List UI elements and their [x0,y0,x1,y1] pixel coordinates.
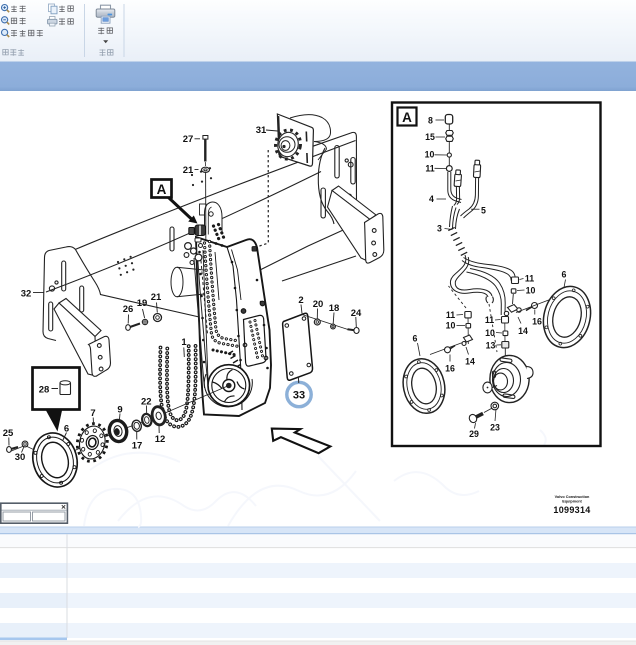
svg-text:16: 16 [445,364,455,374]
svg-text:25: 25 [3,428,14,439]
svg-text:10: 10 [485,328,495,338]
svg-text:12: 12 [155,434,166,445]
svg-text:7: 7 [90,408,95,419]
svg-text:1099314: 1099314 [553,505,590,515]
svg-text:16: 16 [532,317,542,327]
svg-text:Volvo Construction: Volvo Construction [555,495,590,499]
svg-text:6: 6 [562,270,567,280]
svg-text:32: 32 [21,289,32,300]
svg-text:11: 11 [525,274,534,284]
svg-text:26: 26 [123,304,134,315]
svg-text:11: 11 [485,315,494,325]
svg-text:21: 21 [151,292,162,303]
svg-text:15: 15 [425,132,435,142]
svg-text:9: 9 [117,405,122,416]
svg-text:31: 31 [256,125,267,136]
svg-text:3: 3 [437,224,442,234]
svg-text:2: 2 [298,295,303,306]
svg-text:4: 4 [429,194,434,204]
svg-text:14: 14 [465,357,475,367]
svg-text:A: A [402,110,412,125]
svg-text:6: 6 [64,424,69,435]
svg-text:6: 6 [413,334,418,344]
svg-text:8: 8 [428,116,433,126]
svg-text:11: 11 [425,164,434,174]
svg-text:30: 30 [15,452,26,463]
svg-text:18: 18 [329,303,340,314]
svg-text:A: A [157,182,167,197]
svg-text:10: 10 [446,321,456,331]
svg-text:10: 10 [526,286,536,296]
svg-text:11: 11 [446,310,455,320]
svg-text:23: 23 [490,423,500,433]
svg-text:17: 17 [132,441,143,452]
svg-text:19: 19 [137,298,148,309]
svg-text:28: 28 [39,385,50,396]
svg-text:14: 14 [518,326,528,336]
svg-text:22: 22 [141,397,152,408]
svg-text:13: 13 [486,341,496,351]
svg-text:27: 27 [183,134,194,145]
svg-text:Equipment: Equipment [562,500,582,504]
svg-text:1: 1 [181,337,187,348]
svg-text:24: 24 [351,308,362,319]
svg-text:20: 20 [313,299,324,310]
svg-text:33: 33 [293,390,305,402]
svg-text:29: 29 [469,429,479,439]
svg-text:5: 5 [481,206,486,216]
svg-text:10: 10 [425,150,435,160]
svg-text:21: 21 [183,165,194,176]
